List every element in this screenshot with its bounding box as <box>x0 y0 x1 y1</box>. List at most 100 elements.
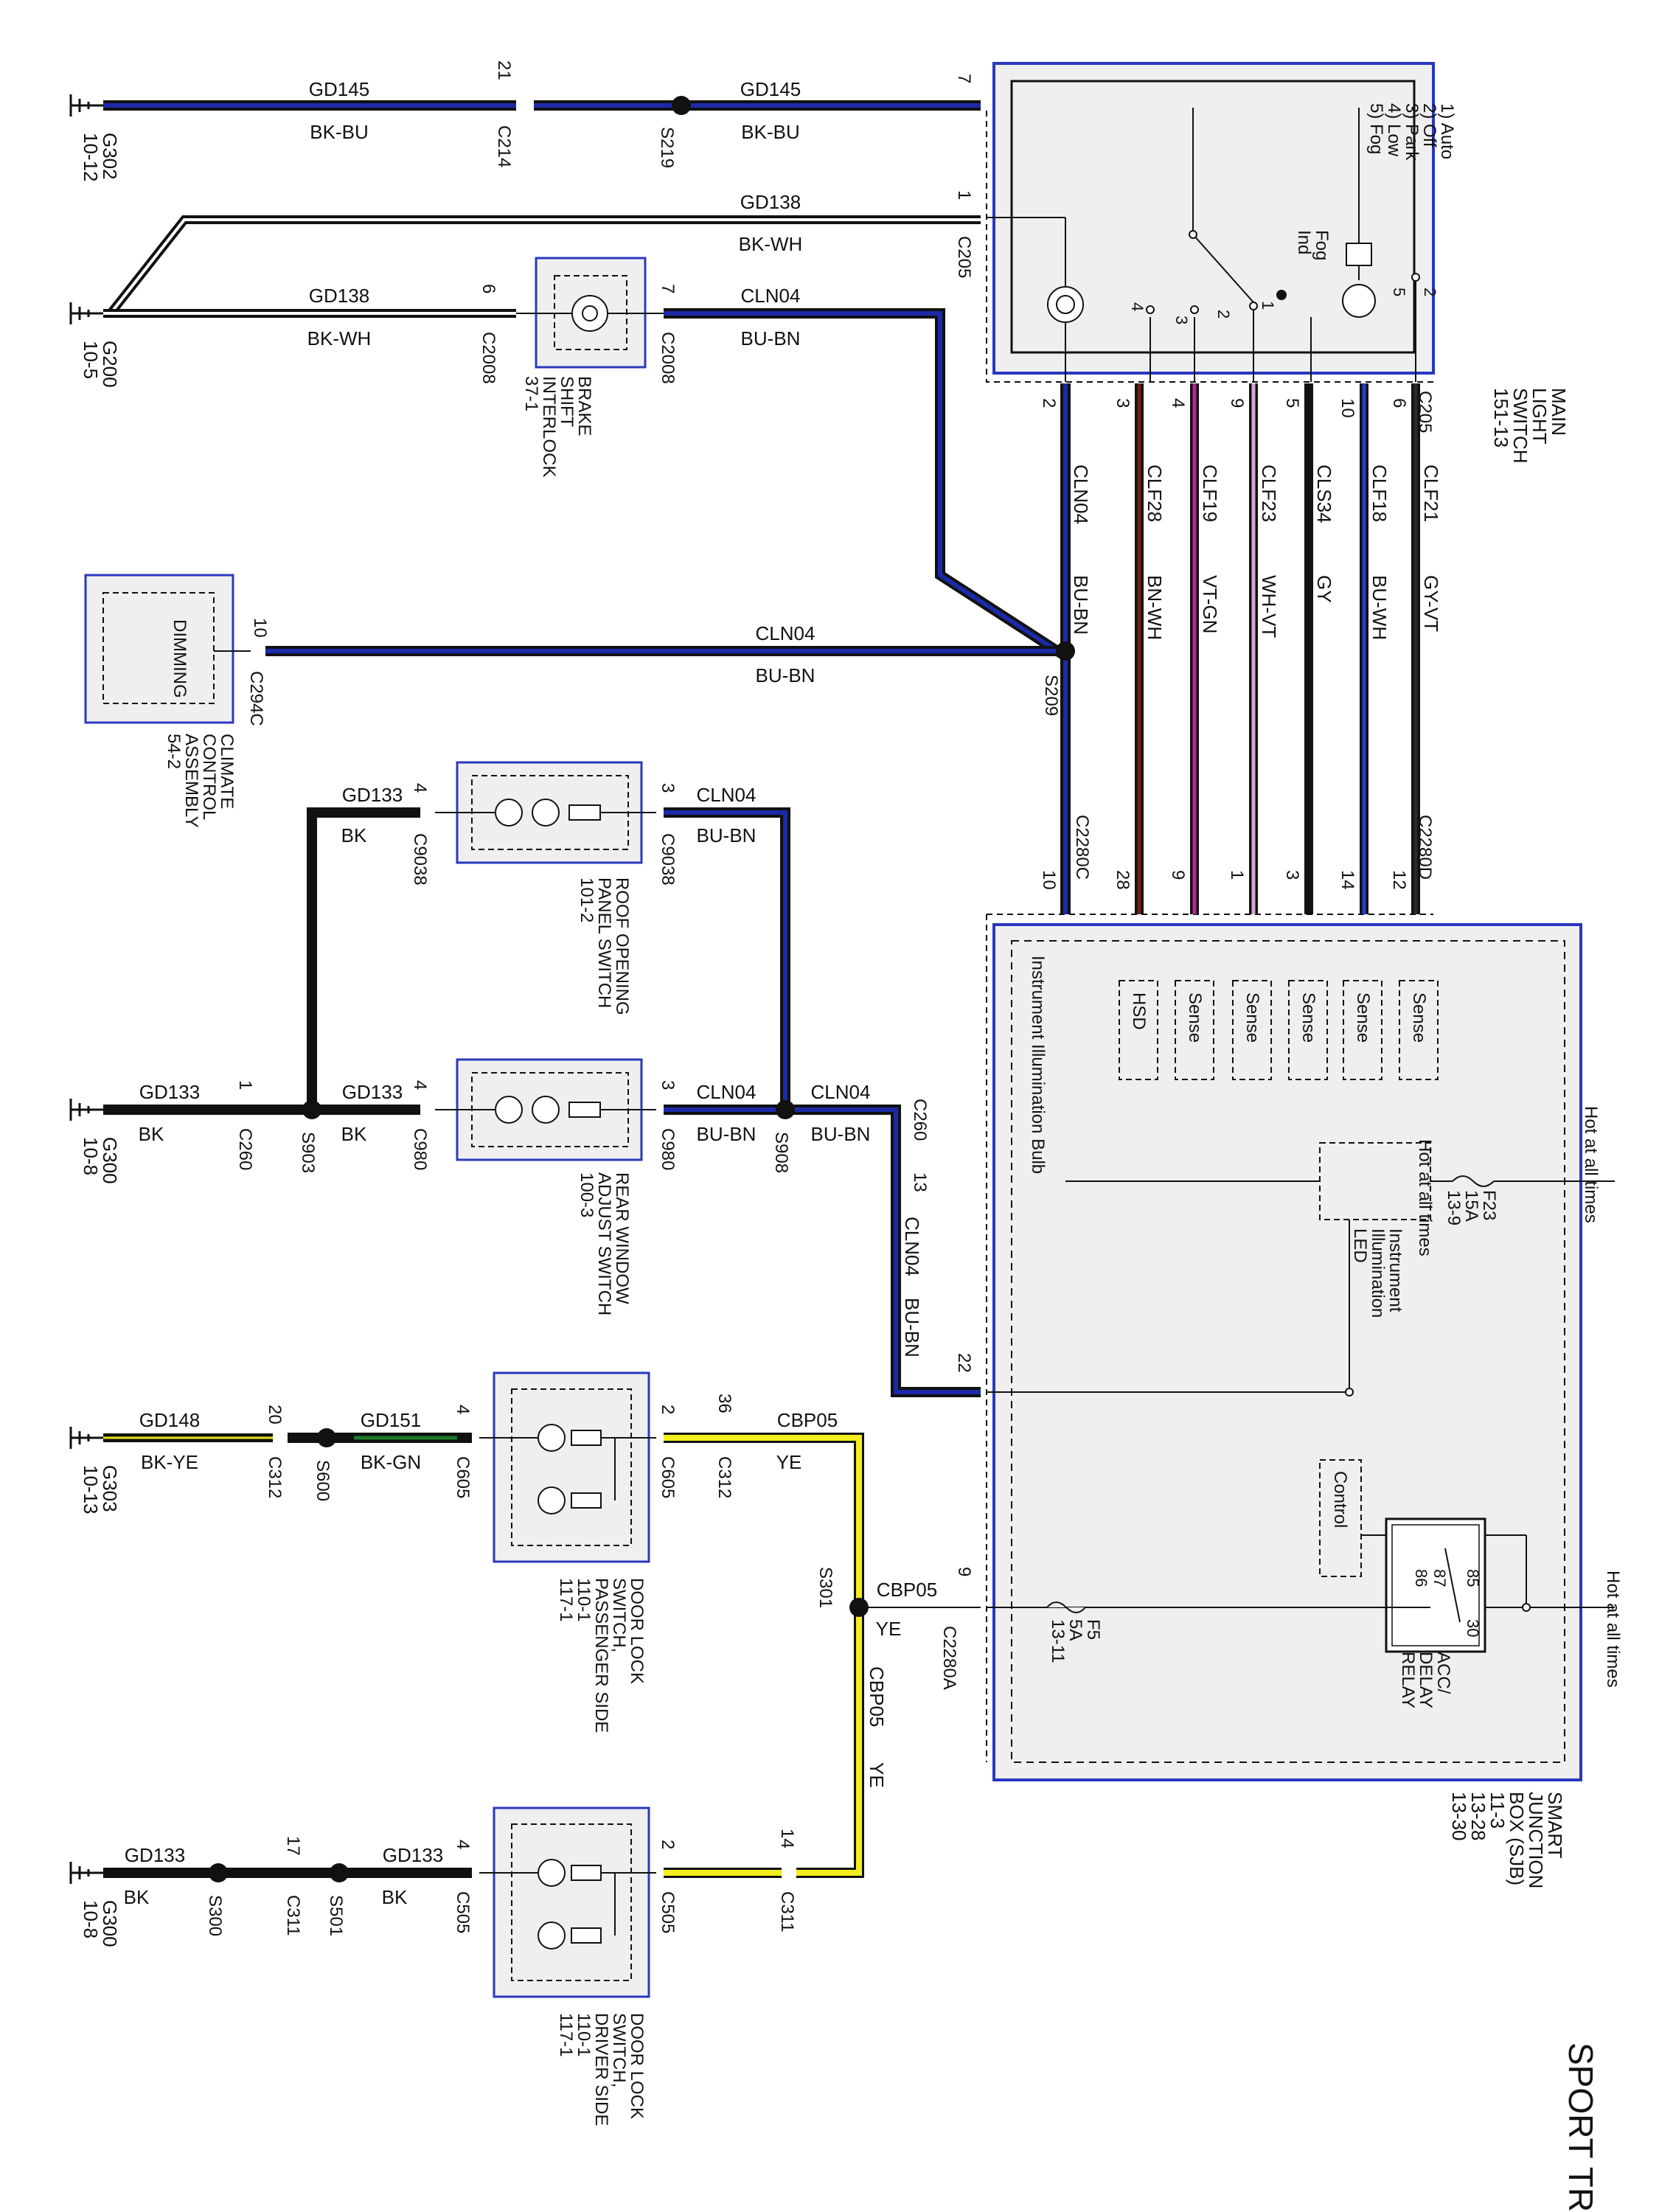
rear-label-2: ADJUST SWITCH <box>594 1172 614 1315</box>
connector-c2280c: C2280C <box>1072 815 1092 880</box>
pin-4d: 4 <box>453 1840 473 1849</box>
sjb-label-1: SMART <box>1544 1792 1566 1859</box>
wire-color-label: BN-WH <box>1144 575 1166 640</box>
main-switch-label-3: SWITCH <box>1509 388 1531 464</box>
pin-1a: 1 <box>954 190 974 200</box>
connector-c9038b: C9038 <box>658 833 678 886</box>
sw-pin-1: 1 <box>1259 301 1277 310</box>
wire-driver-ground <box>103 1863 472 1882</box>
connector-c605a: C605 <box>453 1456 473 1498</box>
sjb-relay-label-1: ACC/ <box>1433 1652 1453 1694</box>
switch-to-sjb-wire-bus: 210CLN04BU-BN328CLF28BN-WH49CLF19VT-GN91… <box>1039 383 1442 914</box>
sjb-led-label-1: Instrument <box>1385 1228 1405 1312</box>
rear-label-1: REAR WINDOW <box>612 1172 632 1304</box>
wire-pin-bottom: 9 <box>1168 870 1188 880</box>
splice-s209: S209 <box>1041 675 1061 716</box>
connector-c311b: C311 <box>777 1891 797 1933</box>
wire-label-cln04-roof: CLN04 <box>697 784 757 806</box>
ground-g300b-ref: 10-8 <box>80 1900 102 1938</box>
relay-pin-87: 87 <box>1430 1569 1449 1587</box>
wire-circuit-label: CLF28 <box>1144 465 1166 522</box>
fuse-f5-1: F5 <box>1083 1619 1103 1640</box>
wire-pin-bottom: 10 <box>1039 870 1059 890</box>
wire-circuit-label: CLN04 <box>1070 465 1092 524</box>
splice-s301: S301 <box>815 1567 835 1608</box>
rear-window-adjust-switch: REAR WINDOW ADJUST SWITCH 100-3 <box>435 1058 656 1315</box>
wire-label-gd151-color: BK-GN <box>361 1451 421 1473</box>
pin-3a: 3 <box>658 783 678 793</box>
pin-4b: 4 <box>410 1080 430 1090</box>
ground-symbols <box>69 94 103 1884</box>
splice-s501: S501 <box>326 1895 346 1936</box>
connector-c311a: C311 <box>283 1895 303 1936</box>
wire-pin-top: 6 <box>1389 398 1409 408</box>
pin-17: 17 <box>283 1836 303 1856</box>
sjb-sense-label-2: Sense <box>1242 992 1262 1043</box>
connector-c505a: C505 <box>453 1891 473 1933</box>
pin-7b: 7 <box>658 284 678 293</box>
wire-label-cbp05-down-color: YE <box>866 1762 888 1788</box>
wire-label-cbp05-down: CBP05 <box>866 1666 888 1727</box>
wire-passenger-ground <box>103 1428 472 1447</box>
splice-s908: S908 <box>771 1132 791 1173</box>
roof-label-2: PANEL SWITCH <box>594 877 614 1008</box>
ground-g303-id: G303 <box>99 1465 121 1512</box>
sjb-label-6: 13-30 <box>1448 1792 1470 1841</box>
wire-pin-top: 4 <box>1168 398 1188 408</box>
wire-color-label: BU-WH <box>1368 575 1391 640</box>
connector-c2280d: C2280D <box>1415 815 1435 880</box>
wire-label-gd148-color: BK-YE <box>141 1451 198 1473</box>
wire-label-gd148: GD148 <box>139 1409 200 1431</box>
wire-label-cln04-c260-color: BU-BN <box>901 1298 923 1357</box>
connector-c980a: C980 <box>410 1128 430 1170</box>
climate-label-1: CLIMATE <box>217 734 237 809</box>
ground-g303-ref: 10-13 <box>80 1465 102 1514</box>
connector-c2008a: C2008 <box>479 332 498 384</box>
wire-color-label: GY-VT <box>1420 575 1442 632</box>
splice-s600: S600 <box>313 1460 333 1501</box>
sw-pin-5: 5 <box>1390 288 1408 296</box>
door-pass-label-4: 110-1 <box>574 1578 594 1622</box>
wire-label-gd133-roof: GD133 <box>342 784 403 806</box>
connector-c294c: C294C <box>246 671 266 726</box>
sjb-control-label: Control <box>1330 1471 1350 1528</box>
sw-pin-2b: 2 <box>1421 288 1439 296</box>
sjb-hot-label-1-text: Hot at all times <box>1581 1106 1601 1223</box>
dimming-label: DIMMING <box>170 619 189 698</box>
relay-pin-30: 30 <box>1464 1619 1482 1637</box>
wire-label-cln04-roof-color: BU-BN <box>697 824 757 846</box>
pin-4a: 4 <box>410 783 430 793</box>
wire-label-gd133-d1: GD133 <box>125 1844 185 1866</box>
door-drv-label-5: 117-1 <box>556 2013 576 2057</box>
sjb-relay-label-3: RELAY <box>1398 1652 1418 1708</box>
connector-c2008b: C2008 <box>658 332 678 384</box>
wire-gd145 <box>103 96 981 115</box>
wire-label-cbp05-top: CBP05 <box>777 1409 838 1431</box>
brake-label-1: BRAKE <box>574 376 594 436</box>
main-switch-label-1: MAIN <box>1548 388 1570 436</box>
wire-gd133-ground <box>103 1100 420 1119</box>
switch-position-3: 3) Park <box>1402 103 1422 161</box>
pin-9: 9 <box>954 1567 974 1576</box>
sjb-bulb-label: Instrument Illumination Bulb <box>1028 956 1048 1174</box>
pin-1b: 1 <box>235 1080 255 1090</box>
pin-21: 21 <box>494 60 514 80</box>
rear-label-3: 100-3 <box>577 1172 597 1217</box>
sjb-label-5: 13-28 <box>1467 1792 1489 1841</box>
door-drv-label-3: DRIVER SIDE <box>591 2013 611 2126</box>
connector-c205a: C205 <box>954 236 974 278</box>
climate-label-4: 54-2 <box>164 734 184 769</box>
wire-cbp05 <box>664 1433 981 1878</box>
connector-c605b: C605 <box>658 1456 678 1498</box>
wire-circuit-label: CLS34 <box>1313 465 1335 524</box>
wire-label-gd145b: GD145 <box>740 78 801 100</box>
wire-pin-top: 3 <box>1113 398 1133 408</box>
switch-position-4: 4) Low <box>1384 103 1404 157</box>
pin-2b: 2 <box>658 1840 678 1849</box>
sjb-sense-label-5: Sense <box>1409 992 1429 1043</box>
connector-c214: C214 <box>494 125 514 167</box>
door-drv-label-2: SWITCH, <box>609 2013 629 2087</box>
sjb-hsd-label: HSD <box>1129 992 1149 1030</box>
wire-label-gd151: GD151 <box>361 1409 421 1431</box>
